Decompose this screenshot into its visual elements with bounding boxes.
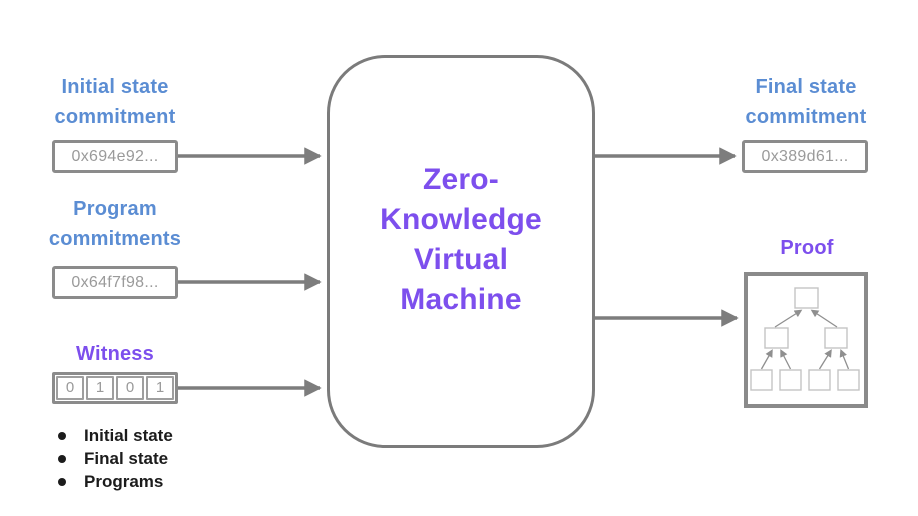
zkvm-title: Zero- Knowledge Virtual Machine — [380, 163, 542, 316]
merkle-edge — [839, 349, 850, 370]
list-item-label: Initial state — [84, 425, 173, 445]
bullet-icon — [58, 431, 66, 440]
bullet-icon — [58, 477, 66, 486]
merkle-node — [764, 327, 789, 349]
witness-bit: 1 — [146, 376, 174, 400]
proof-box — [744, 272, 868, 408]
witness-bit: 0 — [56, 376, 84, 400]
merkle-node — [779, 369, 802, 391]
bullet-icon — [58, 454, 66, 463]
list-item: Final state — [58, 447, 278, 470]
witness-label: Witness — [76, 343, 154, 365]
witness-bit: 1 — [86, 376, 114, 400]
list-item: Programs — [58, 470, 278, 493]
witness-bit: 0 — [116, 376, 144, 400]
final-state-commitment-label: Final state commitment — [745, 76, 867, 128]
final-state-commitment-value: 0x389d61... — [742, 140, 868, 173]
merkle-node — [808, 369, 831, 391]
initial-state-commitment-label: Initial state commitment — [54, 76, 176, 128]
program-commitments-value: 0x64f7f98... — [52, 266, 178, 299]
merkle-node — [750, 369, 773, 391]
list-item-label: Final state — [84, 448, 169, 468]
merkle-edge — [810, 309, 838, 328]
witness-bit-row: 0 1 0 1 — [52, 372, 178, 404]
merkle-edge — [818, 349, 832, 370]
list-item: Initial state — [58, 424, 278, 447]
merkle-tree-icon — [750, 287, 860, 391]
merkle-edge — [780, 349, 792, 370]
initial-state-commitment-value: 0x694e92... — [52, 140, 178, 173]
merkle-edge — [774, 309, 803, 328]
witness-contents-list: Initial state Final state Programs — [58, 424, 278, 493]
merkle-edge — [760, 349, 773, 370]
program-commitments-label: Program commitments — [48, 198, 182, 250]
list-item-label: Programs — [84, 471, 164, 491]
merkle-node — [824, 327, 848, 349]
proof-label: Proof — [780, 237, 834, 259]
merkle-node — [794, 287, 819, 309]
zkvm-box: Zero- Knowledge Virtual Machine — [327, 55, 595, 448]
merkle-node — [837, 369, 860, 391]
